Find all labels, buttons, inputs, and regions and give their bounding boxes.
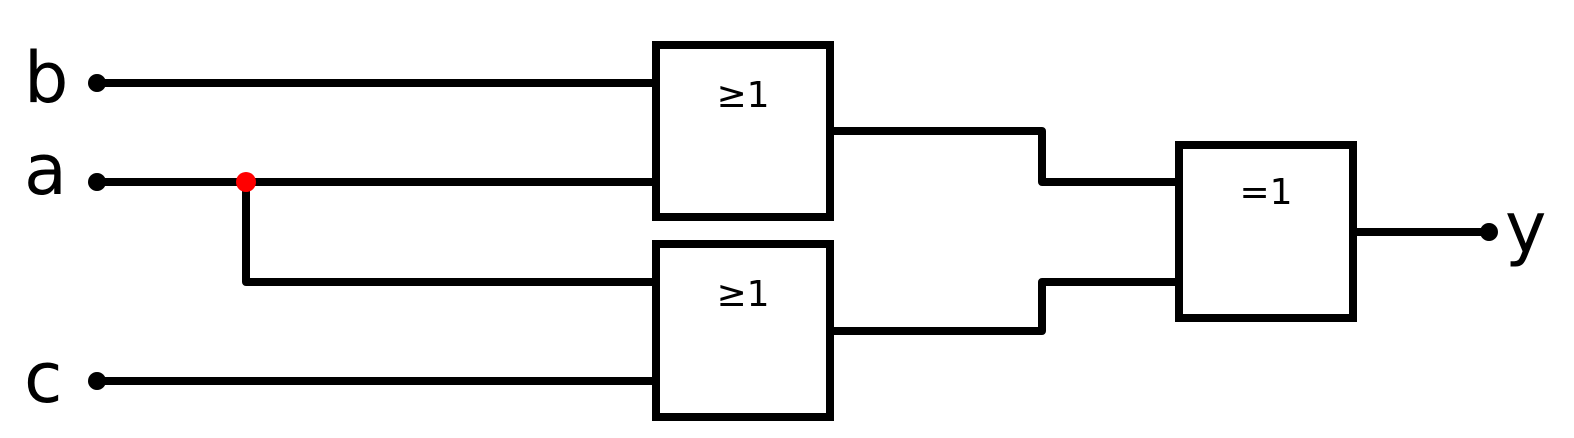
- or-gate-bottom: [652, 240, 834, 421]
- xor-gate-label: =1: [1239, 172, 1292, 213]
- output-label-y: y: [1505, 187, 1546, 269]
- input-label-c: c: [24, 337, 63, 419]
- or-gate-bottom-label: ≥1: [716, 274, 769, 315]
- junction-a: [236, 172, 256, 192]
- wire-or-top-to-xor: [826, 127, 1182, 186]
- terminal-c: [88, 372, 106, 390]
- or-gate-top: [652, 41, 834, 221]
- input-label-a: a: [24, 129, 67, 211]
- wire-or-bottom-to-xor: [826, 278, 1182, 335]
- terminal-y: [1480, 223, 1498, 241]
- terminal-a: [88, 173, 106, 191]
- input-label-b: b: [24, 37, 68, 119]
- terminal-b: [88, 74, 106, 92]
- wire-a-branch: [242, 178, 659, 286]
- xor-gate: [1175, 141, 1357, 322]
- or-gate-top-label: ≥1: [716, 75, 769, 116]
